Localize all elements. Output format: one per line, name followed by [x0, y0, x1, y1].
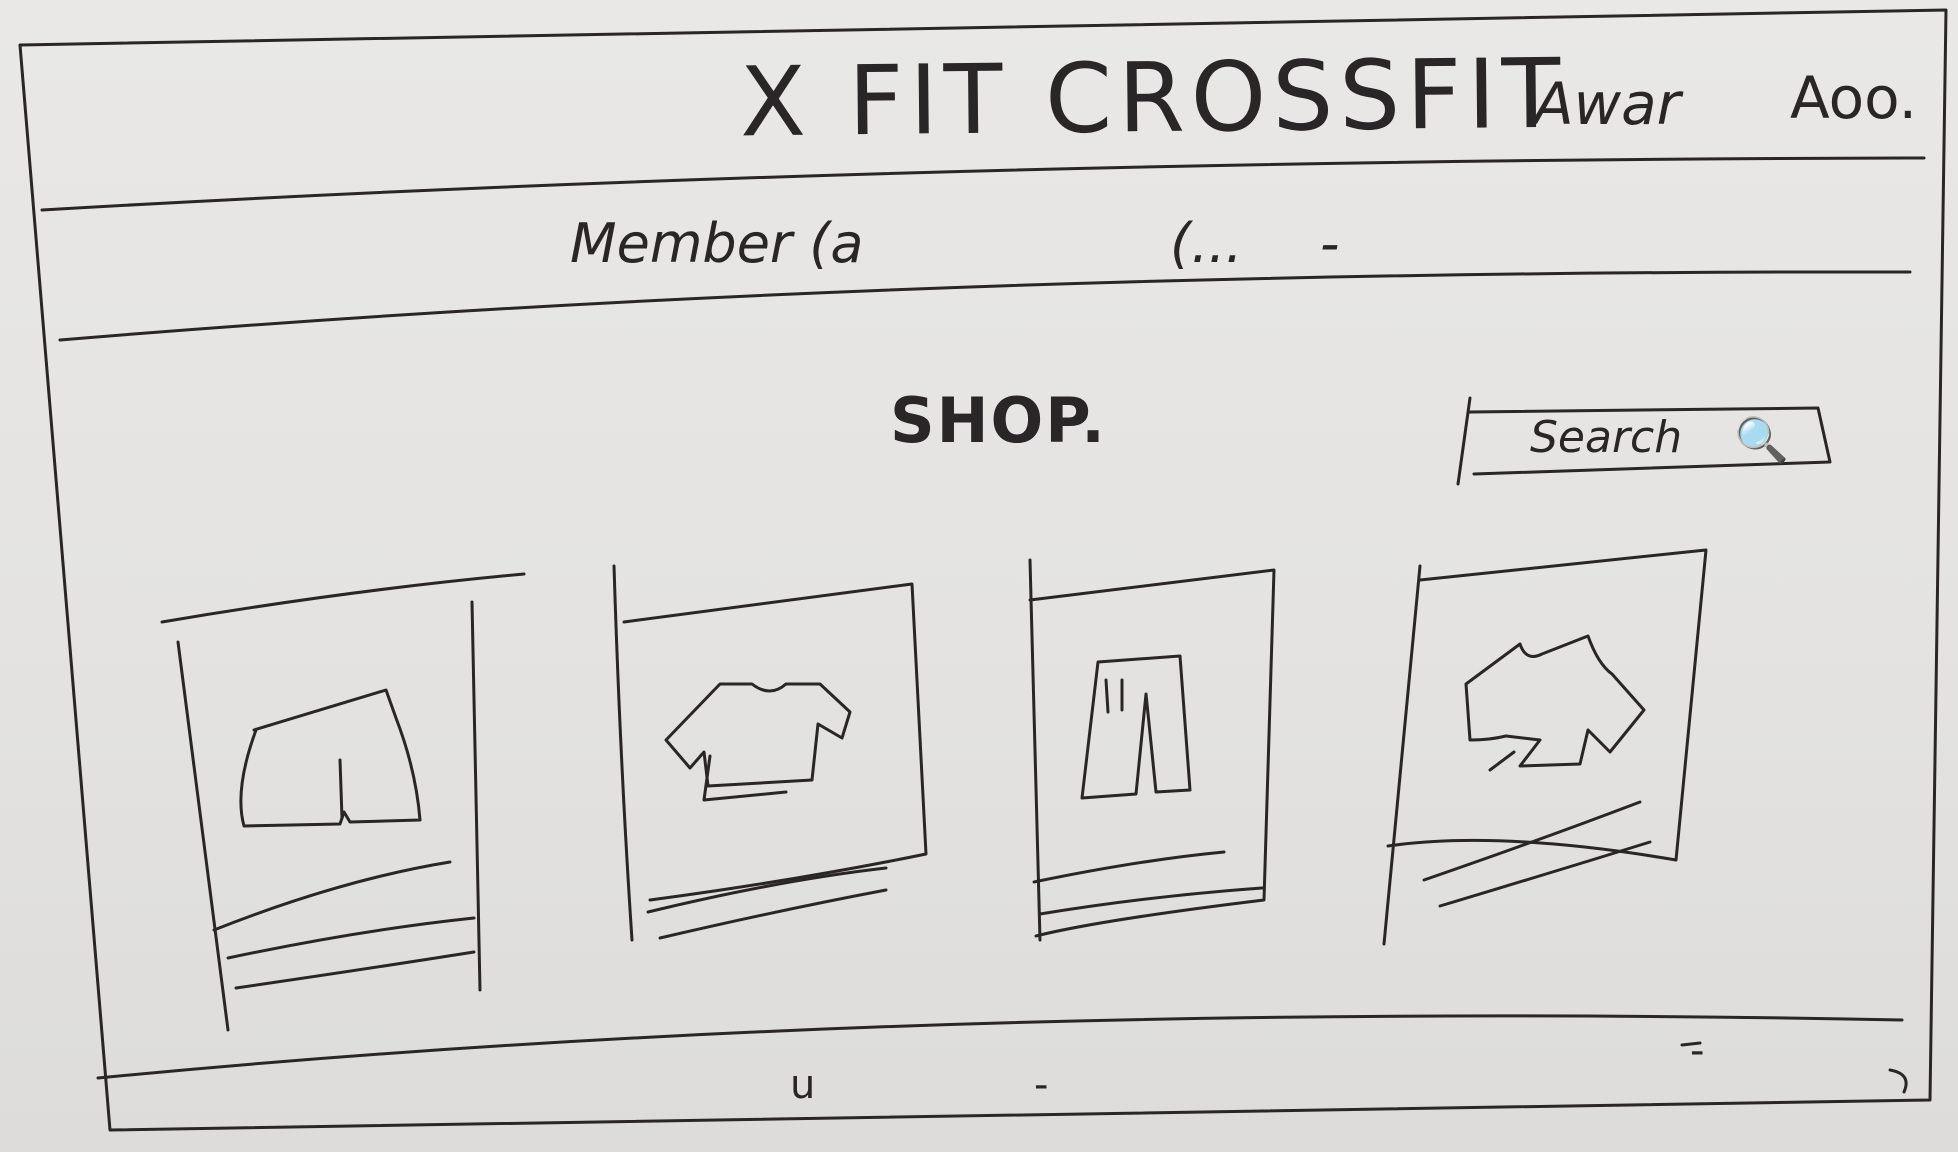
nav-divider — [58, 270, 1912, 342]
product-card-1-sketch — [160, 572, 526, 1032]
account-link[interactable]: Awar — [1534, 70, 1681, 138]
nav-item-3[interactable]: - — [1320, 212, 1340, 275]
product-card-4-sketch — [1382, 548, 1708, 946]
product-card-tshirt-2[interactable] — [1390, 556, 1700, 936]
product-card-tshirt[interactable] — [620, 580, 920, 920]
footer-mark — [1680, 1041, 1702, 1047]
nav-item-member[interactable]: Member (a — [570, 212, 864, 275]
header-divider — [40, 156, 1926, 212]
search-box-outline — [1456, 396, 1832, 486]
product-card-leggings[interactable] — [1034, 570, 1270, 930]
product-card-2-sketch — [612, 564, 928, 942]
footer-item-1[interactable]: u — [790, 1062, 816, 1108]
search-icon[interactable]: 🔍 — [1734, 415, 1789, 466]
footer-item-3[interactable]: - — [1690, 1028, 1705, 1074]
browser-frame — [18, 8, 1948, 1132]
search-placeholder[interactable]: Search — [1530, 412, 1683, 463]
product-card-shorts[interactable] — [178, 600, 478, 1020]
page-title: SHOP. — [890, 383, 1107, 457]
product-card-3-sketch — [1028, 558, 1276, 942]
nav-item-2[interactable]: (... — [1170, 212, 1243, 275]
footer-corner — [1888, 1068, 1908, 1094]
footer-item-2[interactable]: - — [1034, 1062, 1049, 1108]
brand-logo[interactable]: X FIT CROSSFIT — [739, 37, 1567, 159]
footer-divider — [96, 1014, 1904, 1080]
basket-link[interactable]: Aoo. — [1790, 64, 1918, 132]
